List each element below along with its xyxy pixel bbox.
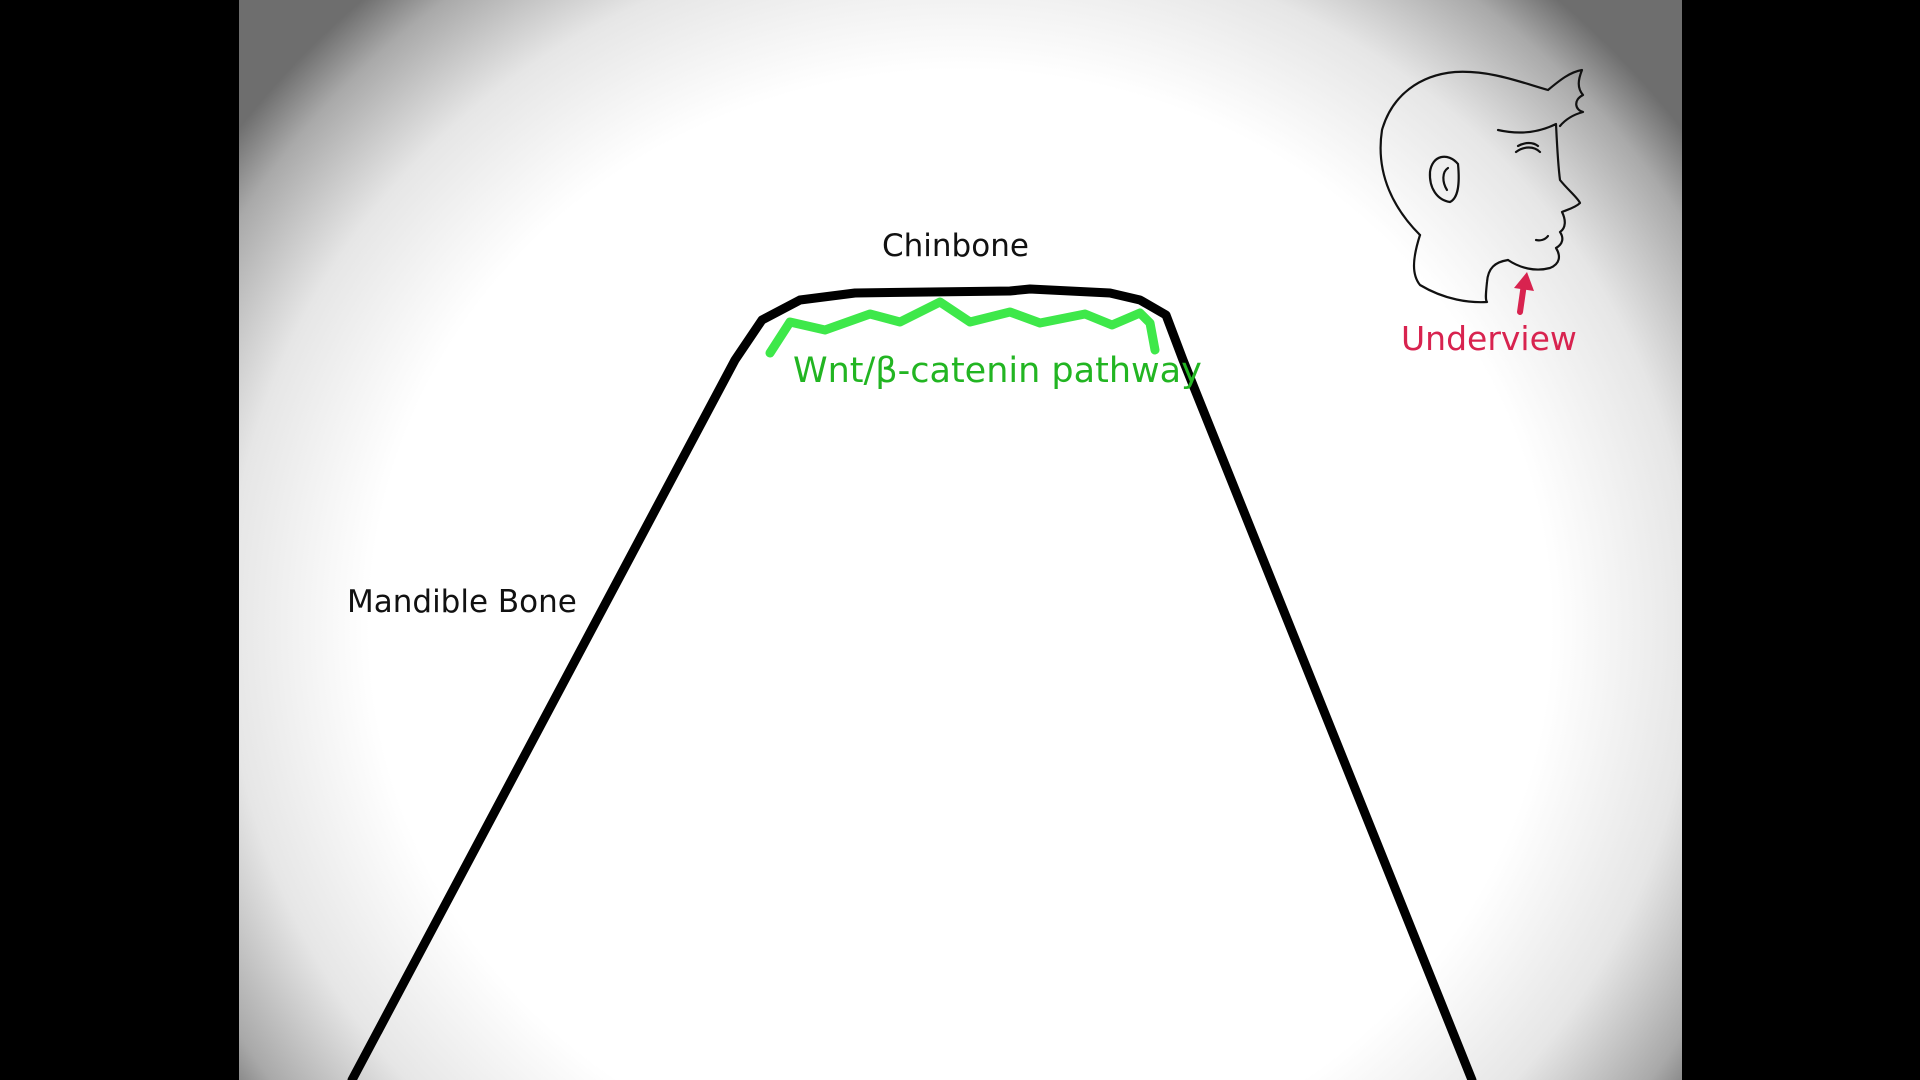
chinbone-label: Chinbone xyxy=(882,228,1029,264)
mandible-outline xyxy=(347,284,1477,1080)
wnt-pathway-line xyxy=(765,297,1160,358)
wnt-pathway-label: Wnt/β-catenin pathway xyxy=(793,351,1202,391)
diagram-panel xyxy=(239,0,1682,1080)
underview-label: Underview xyxy=(1401,319,1577,358)
head-profile-icon xyxy=(1379,68,1585,304)
mandible-bone-label: Mandible Bone xyxy=(347,584,577,620)
arrow-up-icon xyxy=(1514,272,1534,315)
